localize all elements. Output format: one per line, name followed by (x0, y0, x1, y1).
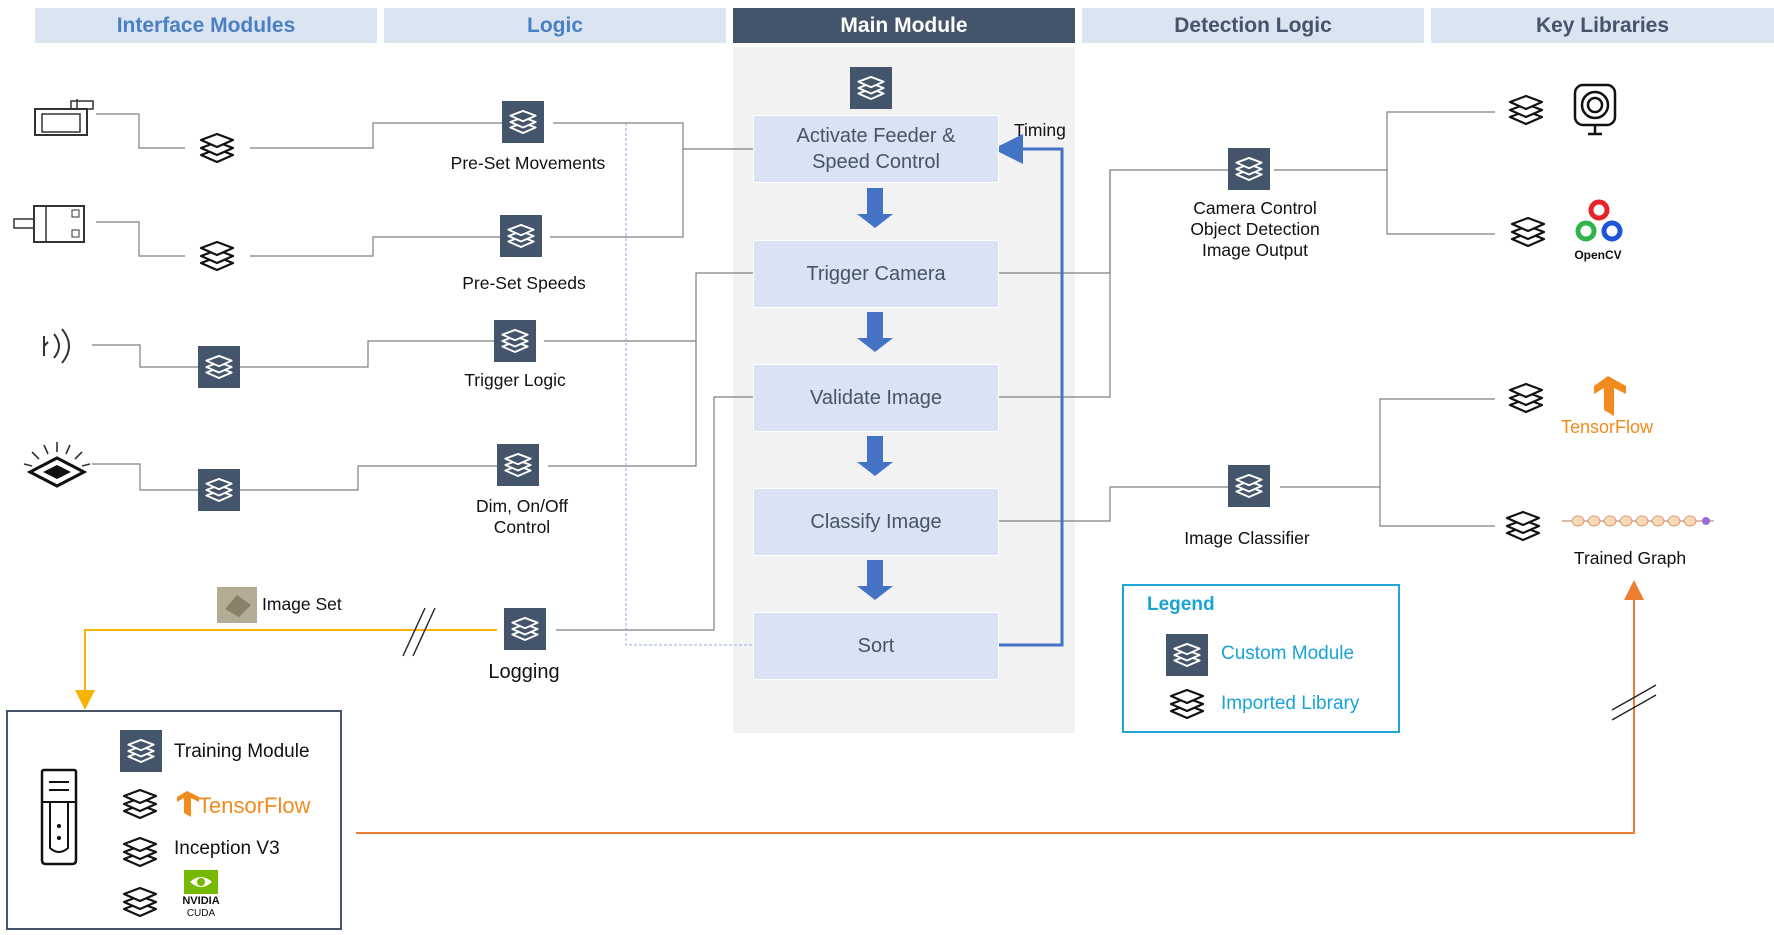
label-logging: Logging (488, 661, 560, 683)
label-opencv: OpenCV (1574, 248, 1622, 262)
module-trigger-logic[interactable] (494, 320, 536, 362)
nvidia-logo-icon (184, 870, 218, 894)
label-tensorflow: TensorFlow (1560, 417, 1654, 437)
custom-module-icon (198, 346, 240, 388)
step-trigger-camera[interactable]: Trigger Camera (753, 240, 999, 308)
opencv-logo-icon (1575, 199, 1623, 242)
header-logic: Logic (384, 8, 726, 43)
module-logging[interactable] (504, 608, 546, 650)
image-thumbnail-icon (217, 587, 257, 623)
imported-library-icon (120, 834, 160, 870)
custom-module-icon (198, 469, 240, 511)
imported-library-icon (197, 130, 237, 166)
label-trigger-logic: Trigger Logic (464, 370, 566, 390)
module-dim-control[interactable] (497, 444, 539, 486)
legend-imported-library-icon (1167, 686, 1207, 722)
header-main-module: Main Module (733, 8, 1075, 43)
imported-library-icon (120, 884, 160, 920)
imported-library-icon (120, 786, 160, 822)
legend-custom-module-label: Custom Module (1221, 643, 1355, 664)
trained-graph-icon (1562, 515, 1714, 527)
training-cuda-label: CUDA (186, 908, 216, 919)
imported-library-icon (1506, 92, 1546, 128)
training-tensorflow-label: TensorFlow (198, 793, 311, 818)
imported-library-icon (1506, 380, 1546, 416)
feeder-icon (34, 99, 94, 136)
header-interface-modules: Interface Modules (35, 8, 377, 43)
training-nvidia-label: NVIDIA (182, 895, 220, 907)
step-activate-feeder[interactable]: Activate Feeder & Speed Control (753, 115, 999, 183)
module-camera-control[interactable] (1228, 148, 1270, 190)
legend: Legend Custom Module Imported Library (1122, 584, 1400, 733)
label-pre-set-movements: Pre-Set Movements (450, 153, 606, 173)
label-image-classifier: Image Classifier (1184, 528, 1310, 548)
label-camera-control: Camera Control Object Detection Image Ou… (1190, 198, 1320, 260)
imported-library-icon (197, 238, 237, 274)
pc-tower-icon (40, 768, 78, 866)
training-module-label: Training Module (174, 741, 310, 762)
label-trained-graph: Trained Graph (1573, 548, 1687, 568)
label-image-set: Image Set (262, 594, 342, 614)
training-box: Training Module TensorFlow Inception V3 … (6, 710, 342, 930)
light-icon (23, 442, 91, 488)
step-classify-image[interactable]: Classify Image (753, 488, 999, 556)
motor-icon (13, 205, 85, 243)
sensor-icon (43, 328, 70, 364)
tensorflow-logo-icon (177, 791, 199, 817)
label-dim-control: Dim, On/Off Control (475, 496, 569, 537)
imported-library-icon (1508, 214, 1548, 250)
module-pre-set-speeds[interactable] (500, 215, 542, 257)
step-sort[interactable]: Sort (753, 612, 999, 680)
step-validate-image[interactable]: Validate Image (753, 364, 999, 432)
module-main[interactable] (850, 67, 892, 109)
legend-title: Legend (1147, 594, 1215, 615)
module-image-classifier[interactable] (1228, 465, 1270, 507)
webcam-icon (1573, 83, 1617, 136)
imported-library-icon (1503, 508, 1543, 544)
legend-imported-library-label: Imported Library (1221, 693, 1360, 714)
legend-custom-module-icon (1166, 634, 1208, 676)
header-detection-logic: Detection Logic (1082, 8, 1424, 43)
label-timing: Timing (1014, 120, 1066, 140)
training-module-icon (120, 730, 162, 772)
training-inception-label: Inception V3 (174, 838, 280, 859)
label-pre-set-speeds: Pre-Set Speeds (462, 273, 586, 293)
tensorflow-logo-icon (1594, 376, 1626, 416)
header-key-libraries: Key Libraries (1431, 8, 1774, 43)
module-pre-set-movements[interactable] (502, 101, 544, 143)
